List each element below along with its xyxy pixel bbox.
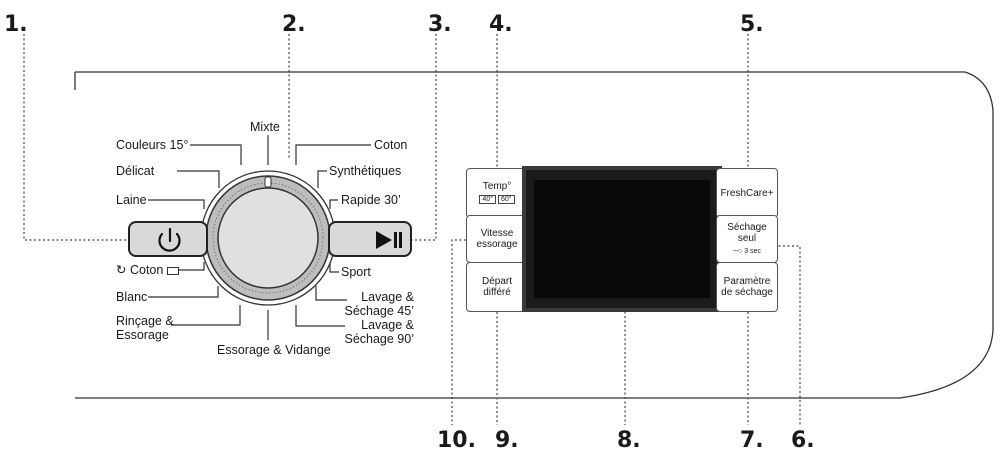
sechage-sub: ─○ 3 sec (733, 246, 761, 257)
key-icon: ─○ (733, 247, 743, 255)
sechage-seul-button[interactable]: Séchage seul ─○ 3 sec (716, 215, 778, 263)
program-delicat: Délicat (116, 164, 155, 178)
program-lavage-90: Lavage & Séchage 90’ (344, 318, 414, 346)
program-rincage: Rinçage & Essorage (116, 314, 174, 342)
callout-4: 4. (489, 12, 513, 37)
temp-label: Temp° (482, 181, 512, 192)
power-button[interactable] (128, 221, 208, 257)
program-essorage-vidange: Essorage & Vidange (217, 343, 331, 357)
program-blanc: Blanc (116, 290, 148, 304)
callout-8: 8. (617, 428, 641, 453)
vitesse-label: Vitesse essorage (476, 228, 518, 250)
program-synthetiques: Synthétiques (329, 164, 402, 178)
tray-icon (166, 266, 179, 275)
callout-5: 5. (740, 12, 764, 37)
callout-7: 7. (740, 428, 764, 453)
temp-options: 40° 60° (479, 194, 515, 205)
display-screen (522, 166, 722, 312)
program-eco-coton-label: Coton (129, 263, 164, 277)
temp-60: 60° (497, 195, 515, 204)
freshcare-button[interactable]: FreshCare+ (716, 168, 778, 218)
depart-label: Départ différé (481, 276, 512, 298)
freshcare-label: FreshCare+ (720, 187, 774, 199)
start-pause-icon (376, 231, 402, 249)
sechage-sub-label: 3 sec (744, 247, 761, 255)
program-rapide: Rapide 30’ (341, 193, 401, 207)
callout-6: 6. (791, 428, 815, 453)
depart-differe-button[interactable]: Départ différé (466, 262, 528, 312)
program-couleurs: Couleurs 15° (116, 138, 189, 152)
parametre-label: Paramètre de séchage (721, 276, 773, 298)
callout-3: 3. (428, 12, 452, 37)
program-sport: Sport (341, 265, 371, 279)
eco-icon: ↻ (116, 263, 127, 277)
display-inner (534, 180, 710, 298)
sechage-label: Séchage seul (727, 221, 767, 244)
temp-button[interactable]: Temp° 40° 60° (466, 168, 528, 218)
callout-10: 10. (437, 428, 476, 453)
callout-1: 1. (4, 12, 28, 37)
program-mixte: Mixte (250, 120, 280, 134)
program-laine: Laine (116, 193, 147, 207)
callout-2: 2. (282, 12, 306, 37)
callout-9: 9. (495, 428, 519, 453)
parametre-sechage-button[interactable]: Paramètre de séchage (716, 262, 778, 312)
program-eco-coton: ↻ Coton (116, 263, 179, 277)
vitesse-essorage-button[interactable]: Vitesse essorage (466, 215, 528, 263)
program-coton: Coton (374, 138, 408, 152)
power-icon (158, 227, 181, 252)
program-lavage-45: Lavage & Séchage 45’ (344, 290, 414, 318)
temp-40: 40° (479, 195, 497, 204)
start-pause-button[interactable] (328, 221, 412, 257)
